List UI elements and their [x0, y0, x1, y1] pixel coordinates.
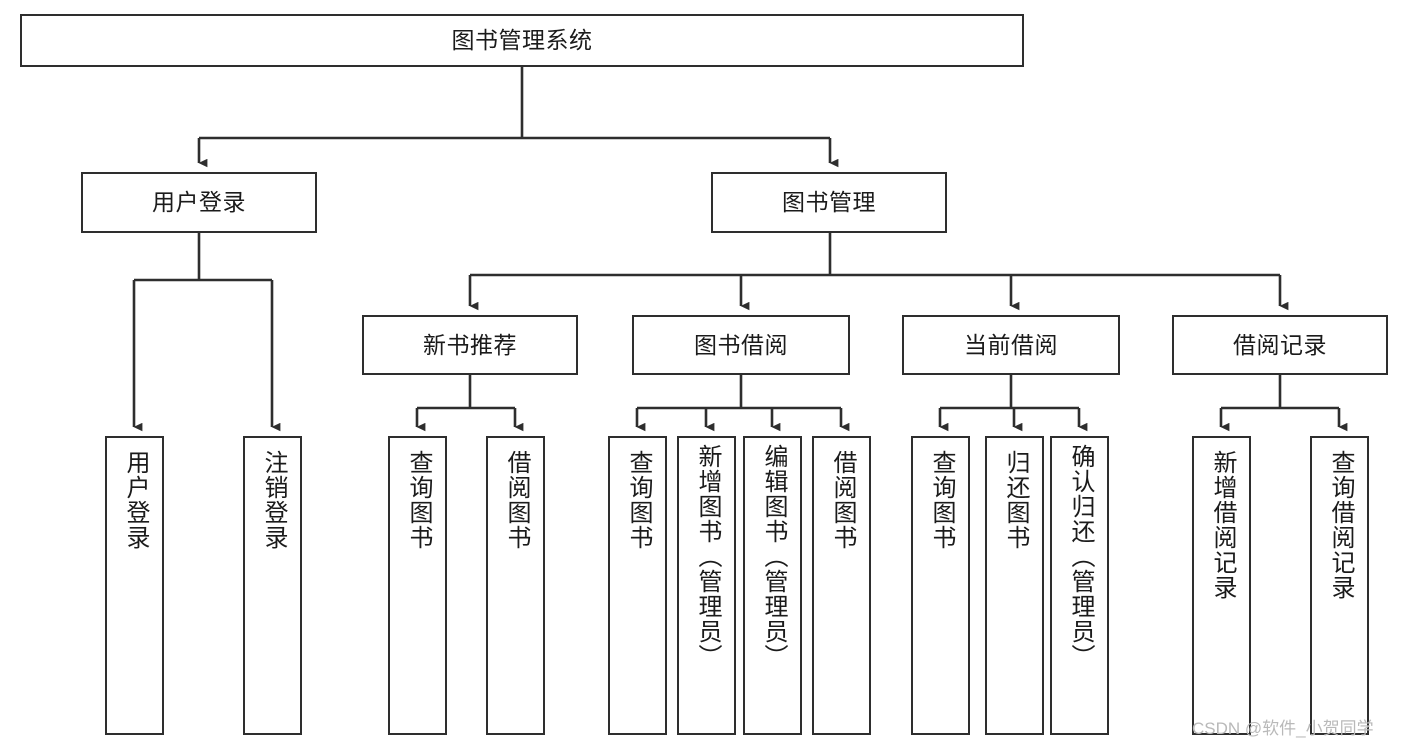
csdn-watermark: CSDN @软件_小贺同学 — [1192, 719, 1374, 738]
node-label: 新书推荐 — [423, 331, 517, 358]
leaf-query-book-borrow[interactable]: 查询图书 — [608, 436, 667, 735]
leaf-confirm-return-admin[interactable]: 确认归还（管理员） — [1050, 436, 1109, 735]
node-label: 新增借阅记录 — [1208, 450, 1236, 600]
leaf-edit-book-admin[interactable]: 编辑图书（管理员） — [743, 436, 802, 735]
leaf-borrow-book-recommend[interactable]: 借阅图书 — [486, 436, 545, 735]
node-label: 借阅图书 — [502, 450, 530, 550]
leaf-return-book[interactable]: 归还图书 — [985, 436, 1044, 735]
node-label: 用户登录 — [121, 450, 149, 550]
node-label: 注销登录 — [259, 450, 287, 550]
node-label: 查询图书 — [624, 450, 652, 550]
leaf-user-login[interactable]: 用户登录 — [105, 436, 164, 735]
leaf-add-borrow-record[interactable]: 新增借阅记录 — [1192, 436, 1251, 735]
node-label: 确认归还（管理员） — [1066, 444, 1094, 669]
node-book-manage[interactable]: 图书管理 — [711, 172, 947, 233]
node-label: 查询图书 — [927, 450, 955, 550]
node-label: 图书管理系统 — [451, 27, 593, 54]
node-label: 查询图书 — [404, 450, 432, 550]
node-book-borrow[interactable]: 图书借阅 — [632, 315, 850, 375]
node-user-login[interactable]: 用户登录 — [81, 172, 317, 233]
node-label: 归还图书 — [1001, 450, 1029, 550]
node-label: 图书管理 — [782, 189, 876, 216]
leaf-borrow-book[interactable]: 借阅图书 — [812, 436, 871, 735]
leaf-query-book-recommend[interactable]: 查询图书 — [388, 436, 447, 735]
leaf-add-book-admin[interactable]: 新增图书（管理员） — [677, 436, 736, 735]
leaf-user-logout[interactable]: 注销登录 — [243, 436, 302, 735]
leaf-query-book-current[interactable]: 查询图书 — [911, 436, 970, 735]
node-current-borrow[interactable]: 当前借阅 — [902, 315, 1120, 375]
node-label: 编辑图书（管理员） — [759, 444, 787, 669]
node-label: 用户登录 — [152, 189, 246, 216]
node-borrow-record[interactable]: 借阅记录 — [1172, 315, 1388, 375]
node-label: 当前借阅 — [964, 331, 1058, 358]
node-label: 新增图书（管理员） — [693, 444, 721, 669]
node-label: 图书借阅 — [694, 331, 788, 358]
node-root-system[interactable]: 图书管理系统 — [20, 14, 1024, 67]
node-label: 借阅图书 — [828, 450, 856, 550]
leaf-query-borrow-record[interactable]: 查询借阅记录 — [1310, 436, 1369, 735]
node-label: 借阅记录 — [1233, 331, 1327, 358]
node-new-book-recommend[interactable]: 新书推荐 — [362, 315, 578, 375]
node-label: 查询借阅记录 — [1326, 450, 1354, 600]
